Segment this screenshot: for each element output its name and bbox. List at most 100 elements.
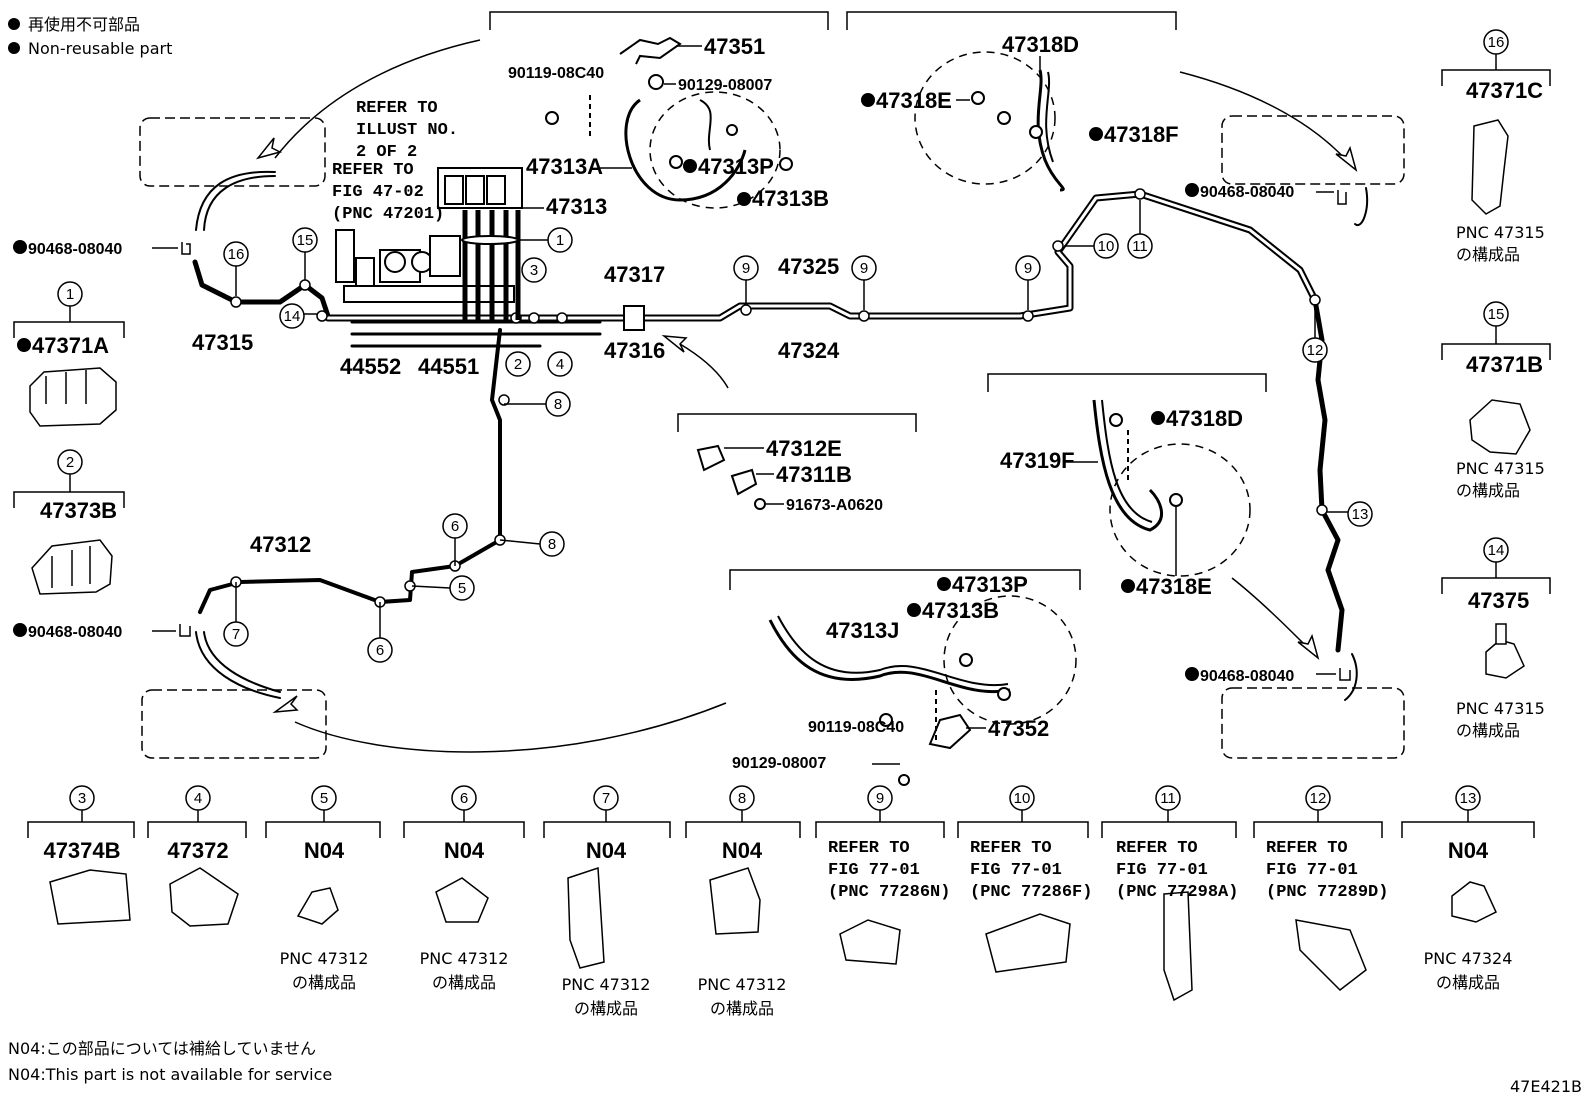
bolt-icon — [726, 124, 738, 136]
pnc-note: PNC 47315 — [1456, 699, 1545, 718]
part-47313A: 47313A — [526, 154, 603, 179]
part-47311B: 47311B — [776, 462, 852, 487]
part-47313: 47313 — [546, 194, 607, 219]
non-reusable-bullet — [907, 603, 921, 617]
callout-11: 11 — [1127, 200, 1153, 259]
right-part-15: 15 47371B PNC 47315 の構成品 — [1456, 301, 1545, 500]
non-reusable-bullet — [1185, 667, 1199, 681]
callout-7: 7 — [223, 582, 249, 647]
union-fitting — [623, 305, 645, 331]
main-line-labels: 90468-08040 47315 44552 44551 47317 4731… — [13, 183, 1336, 685]
right-parts: 16 47371C PNC 47315 の構成品 15 47371B PNC 4… — [1456, 29, 1545, 740]
svg-text:13: 13 — [1352, 506, 1369, 523]
pnc-note-jp: の構成品 — [1436, 973, 1500, 992]
part-47352: 47352 — [988, 716, 1049, 741]
pipe-clamp-group — [696, 444, 766, 510]
bolt-icon — [1169, 493, 1183, 507]
refer-line-1: REFER TO — [1266, 839, 1348, 858]
svg-text:6: 6 — [451, 518, 459, 535]
svg-text:14: 14 — [284, 308, 301, 325]
svg-text:16: 16 — [1488, 34, 1505, 51]
svg-text:11: 11 — [1132, 238, 1148, 255]
callout-3: 3 — [521, 257, 547, 283]
part-47371C: 47371C — [1466, 78, 1543, 103]
refer-line-3: (PNC 77298A) — [1116, 883, 1238, 902]
non-reusable-bullet — [13, 240, 27, 254]
part-44551: 44551 — [418, 354, 479, 379]
pnc-note-jp: の構成品 — [292, 973, 356, 992]
part-47317: 47317 — [604, 262, 665, 287]
svg-text:1: 1 — [556, 232, 564, 249]
part-47375: 47375 — [1468, 588, 1529, 613]
svg-text:1: 1 — [66, 286, 74, 303]
note-en: N04:This part is not available for servi… — [8, 1065, 332, 1084]
refer-line-3: (PNC 77289D) — [1266, 883, 1388, 902]
part-47313P-lower: 47313P — [952, 572, 1028, 597]
non-reusable-bullet — [1121, 579, 1135, 593]
bolt-icon — [545, 111, 559, 125]
filled-circle-icon — [8, 18, 20, 30]
pnc-note-jp: の構成品 — [710, 999, 774, 1018]
pipe-clamp-labels: 47312E 47311B 91673-A0620 — [724, 436, 883, 514]
part-91673-A0620: 91673-A0620 — [786, 497, 883, 514]
refer-line-3: (PNC 77286N) — [828, 883, 950, 902]
pnc-note-jp: の構成品 — [1456, 245, 1520, 264]
svg-text:9: 9 — [742, 260, 750, 277]
refer-line-2: FIG 77-01 — [828, 861, 920, 880]
non-reusable-bullet — [1151, 411, 1165, 425]
non-reusable-bullet — [1089, 127, 1103, 141]
ghost-boxes — [139, 115, 1405, 759]
pnc-note-jp: の構成品 — [1456, 481, 1520, 500]
part-47313B-lower: 47313B — [922, 598, 999, 623]
svg-text:5: 5 — [458, 580, 466, 597]
part-47318E-top: 47318E — [876, 88, 952, 113]
front-right-hose-group — [914, 51, 1065, 192]
part-47325: 47325 — [778, 254, 839, 279]
pnc-note: PNC 47312 — [562, 975, 651, 994]
front-hose-group — [545, 36, 793, 209]
svg-text:2: 2 — [514, 356, 522, 373]
part-47373B: 47373B — [40, 498, 117, 523]
front-right-labels: 47318D 47318E 47318F — [861, 32, 1179, 147]
pnc-note: PNC 47324 — [1424, 949, 1513, 968]
non-reusable-bullet — [1185, 183, 1199, 197]
pnc-note-jp: の構成品 — [432, 973, 496, 992]
non-reusable-bullet — [937, 577, 951, 591]
svg-text:15: 15 — [297, 232, 314, 249]
ref-fig-1: REFER TO — [332, 161, 414, 180]
bolt-icon — [754, 498, 766, 510]
callout-number: 10 — [1014, 790, 1031, 807]
svg-text:15: 15 — [1488, 306, 1505, 323]
footer-notes: N04:この部品については補給していません N04:This part is n… — [8, 1039, 1582, 1096]
pnc-note-jp: の構成品 — [1456, 721, 1520, 740]
svg-text:16: 16 — [228, 246, 245, 263]
part-90119-08C40-lower: 90119-08C40 — [808, 719, 904, 736]
callout-8: 8 — [504, 391, 571, 417]
part-number: 47374B — [43, 838, 120, 863]
master-cylinder-assembly — [335, 167, 523, 320]
svg-text:8: 8 — [554, 396, 562, 413]
svg-text:7: 7 — [232, 626, 240, 643]
callout-9a: 9 — [733, 255, 759, 304]
flow-arrows — [255, 39, 1358, 753]
callout-13: 13 — [1326, 501, 1373, 527]
callout-15: 15 — [292, 227, 318, 280]
hose-fitting-icons — [179, 190, 1351, 681]
refer-line-1: REFER TO — [1116, 839, 1198, 858]
part-47318F: 47318F — [1104, 122, 1179, 147]
non-reusable-bullet — [737, 192, 751, 206]
bolt-icon — [1029, 125, 1043, 139]
callout-5: 5 — [411, 575, 475, 601]
part-90468-left-lower: 90468-08040 — [28, 624, 122, 641]
part-number: 47372 — [167, 838, 228, 863]
right-part-14: 14 47375 PNC 47315 の構成品 — [1456, 537, 1545, 740]
pnc-note: PNC 47315 — [1456, 223, 1545, 242]
part-47312: 47312 — [250, 532, 311, 557]
